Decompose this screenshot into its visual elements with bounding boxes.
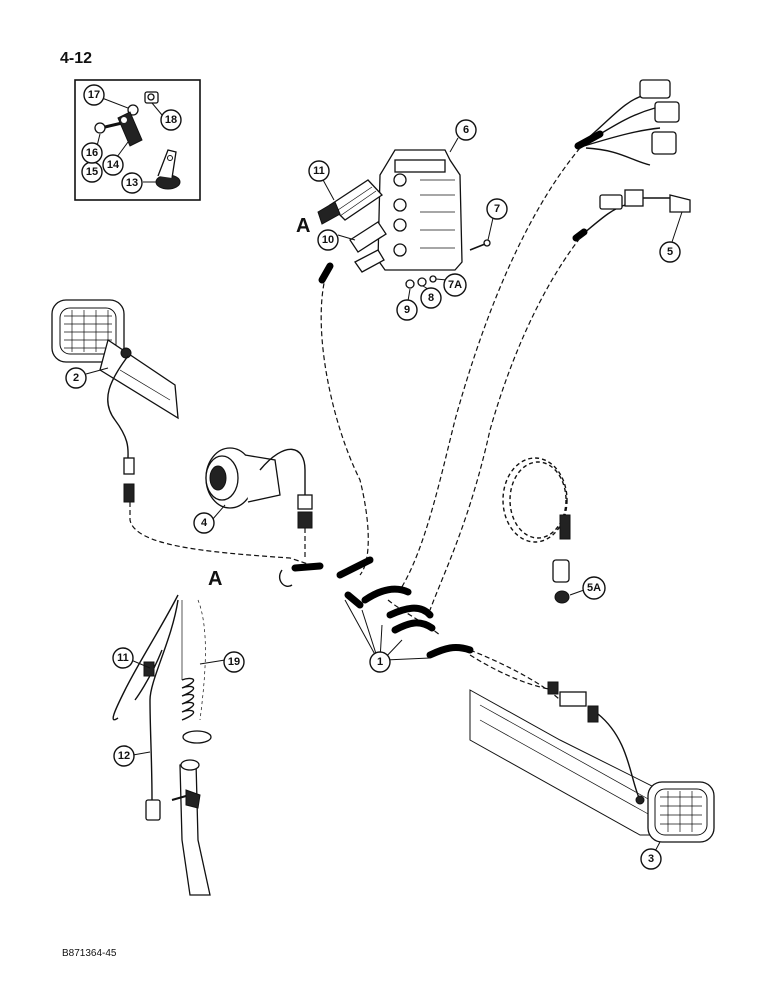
cable-clip-part (155, 149, 181, 190)
callout-7a: 7A (443, 273, 467, 297)
callout-7: 7 (486, 198, 508, 220)
svg-text:4: 4 (201, 517, 208, 529)
callout-11-lower: 11 (112, 647, 134, 669)
lamp-connector-lower (123, 483, 135, 503)
coiled-sensor-cable (502, 457, 585, 604)
callout-9: 9 (396, 299, 418, 321)
svg-text:13: 13 (126, 177, 138, 189)
lamp-connector-upper (123, 457, 135, 475)
callout-12: 12 (113, 745, 135, 767)
svg-text:7A: 7A (448, 279, 462, 291)
callout-5a: 5A (582, 576, 606, 600)
work-lamp-left (51, 299, 179, 420)
svg-text:7: 7 (494, 203, 500, 215)
callout-10: 10 (317, 229, 339, 251)
callout-5: 5 (659, 241, 681, 263)
callout-1: 1 (369, 651, 391, 673)
svg-text:16: 16 (86, 147, 98, 159)
reference-letter-upper: A (296, 215, 310, 237)
bottom-left-cable-assembly (112, 594, 226, 896)
callout-4: 4 (193, 512, 215, 534)
callout-8: 8 (420, 287, 442, 309)
callout-14: 14 (102, 154, 124, 176)
work-lamp-right (469, 654, 715, 856)
svg-text:10: 10 (322, 234, 334, 246)
svg-text:17: 17 (88, 89, 100, 101)
callout-18: 18 (160, 109, 182, 131)
bolt-part (94, 121, 123, 134)
svg-text:15: 15 (86, 166, 98, 178)
nut-part (144, 91, 159, 104)
svg-text:6: 6 (463, 124, 469, 136)
svg-text:3: 3 (648, 853, 654, 865)
svg-text:14: 14 (107, 159, 120, 171)
callout-2: 2 (65, 367, 87, 389)
svg-text:18: 18 (165, 114, 177, 126)
main-harness (278, 147, 581, 701)
callout-13: 13 (121, 172, 143, 194)
document-code: B871364-45 (62, 948, 117, 959)
svg-text:2: 2 (73, 372, 79, 384)
svg-text:8: 8 (428, 292, 434, 304)
callout-11-upper: 11 (308, 160, 330, 182)
svg-text:19: 19 (228, 656, 240, 668)
callout-6: 6 (455, 119, 477, 141)
callout-16: 16 (81, 142, 103, 164)
clamp-bracket-part (117, 111, 143, 147)
svg-text:11: 11 (117, 652, 129, 664)
svg-text:12: 12 (118, 750, 130, 762)
harness-connectors-top-right (572, 79, 691, 243)
svg-text:5A: 5A (587, 582, 601, 594)
callout-15: 15 (81, 161, 103, 183)
callout-17: 17 (83, 84, 105, 106)
callout-19: 19 (223, 651, 245, 673)
callout-3: 3 (640, 848, 662, 870)
horn-part (205, 447, 313, 560)
svg-text:9: 9 (404, 304, 410, 316)
svg-text:5: 5 (667, 246, 673, 258)
reference-letter-lower: A (208, 568, 222, 590)
svg-text:11: 11 (313, 165, 325, 177)
svg-text:1: 1 (377, 656, 383, 668)
electronic-module (317, 137, 494, 302)
page-number: 4-12 (60, 50, 93, 67)
